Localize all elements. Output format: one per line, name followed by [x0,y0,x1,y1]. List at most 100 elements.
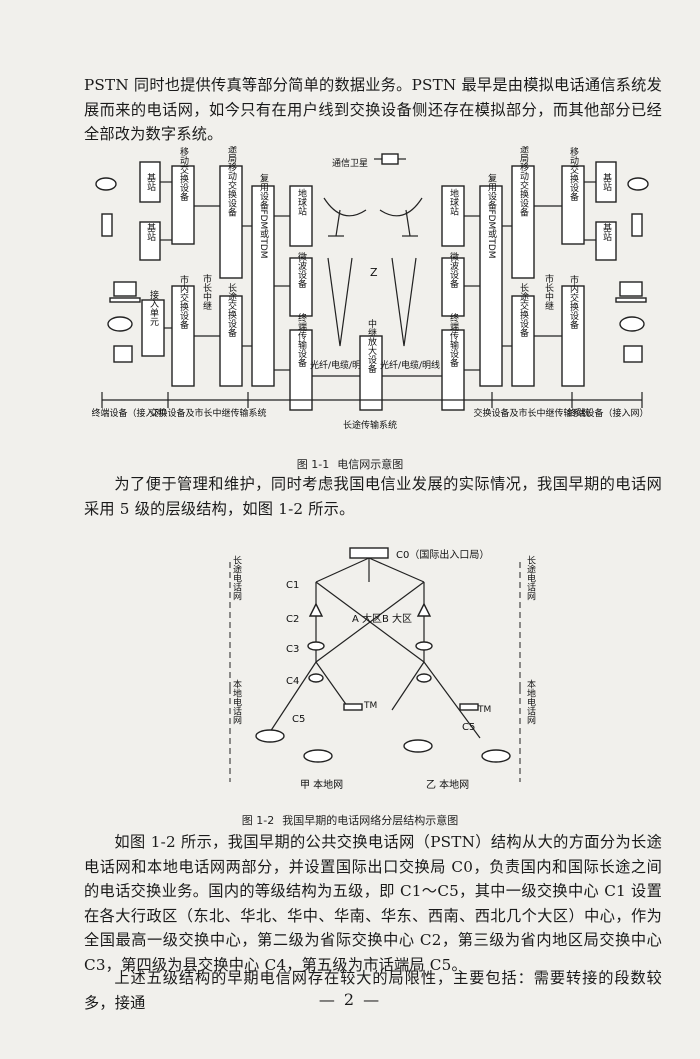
hierarchy-links [269,557,481,739]
radio-link-symbol: Z [370,266,378,279]
tm-left-node [343,703,363,711]
right-toll-switch [511,295,535,387]
paragraph-hierarchy-intro: 为了便于管理和维护，同时考虑我国电信业发展的实际情况，我国早期的电话网采用 5 … [84,475,662,518]
level-c5-right: C5 [462,722,475,733]
right-mobile-switch [561,165,585,245]
svg-text:基站: 基站 [601,222,612,242]
dish-antenna-right-icon [379,197,423,237]
tm-right-node [459,703,479,711]
level-c5-left: C5 [292,714,305,725]
svg-text:地球站: 地球站 [448,187,459,216]
toll-transmission-label: 长途传输系统 [343,419,397,431]
node-c2-right [416,602,432,617]
svg-text:市内交换设备: 市内交换设备 [568,274,579,329]
svg-text:基站: 基站 [601,172,612,192]
repeater [359,335,383,411]
telephone-icon [107,316,133,363]
left-microwave [289,257,313,317]
right-fiber-label: 光纤/电缆/明线 [380,359,440,371]
bottom-dimension-line [101,392,643,408]
satellite-icon [374,153,406,165]
figure-pstn-hierarchy: C0（国际出入口局） 长途电话网 长途电话网 本地电话网 本地电话网 C1 C2… [180,542,700,812]
local-network-a-label: 甲 本地网 [300,778,343,791]
level-c1: C1 [286,580,299,591]
right-trunk-label: 市长中继 [543,273,554,310]
mobile-phone-icon [95,177,117,237]
right-base-station-2 [595,221,617,261]
left-base-station-2 [139,221,161,261]
right-local-network-label: 本地电话网 [525,678,536,725]
left-switch-label: 交换设备及市长中继传输系统 [149,407,266,419]
left-toll-mobile-switch [219,165,243,279]
level-c3: C3 [286,644,299,655]
exchange-icon [255,729,285,743]
exchange-icon [481,749,511,763]
computer-icon [109,281,141,303]
svg-text:复用设备FDM或TDM: 复用设备FDM或TDM [486,172,497,258]
svg-text:地球站: 地球站 [296,187,307,216]
right-switch-label: 交换设备及市长中继传输系统 [473,407,590,419]
svg-text:移动交换设备: 移动交换设备 [178,146,189,201]
left-mobile-switch [171,165,195,245]
left-trunk-label: 市长中继 [201,273,212,310]
svg-text:接入单元: 接入单元 [148,289,159,327]
dish-antenna-left-icon [323,197,367,237]
svg-text:长途交换设备: 长途交换设备 [226,282,237,337]
pstn-hierarchy-diagram: C0（国际出入口局） 长途电话网 长途电话网 本地电话网 本地电话网 C1 C2… [229,547,536,791]
left-fiber-label: 光纤/电缆/明线 [310,359,370,371]
svg-text:终端传输设备: 终端传输设备 [448,312,459,367]
exchange-icon [403,739,433,753]
svg-text:长途局移动交换设备: 长途局移动交换设备 [518,146,529,217]
c0-node [349,547,389,559]
svg-text:基站: 基站 [145,172,156,192]
exchange-icon [303,749,333,763]
region-b-label: B 大区 [382,612,412,625]
right-computer-icon [615,281,647,303]
right-mobile-phone-icon [627,177,649,237]
figure-telecom-network: 通信卫星 Z [92,146,649,446]
node-c3-left [307,641,325,651]
node-c2-left [308,602,324,617]
right-toll-mobile-switch [511,165,535,279]
paragraph-pstn-intro: PSTN 同时也提供传真等部分简单的数据业务。PSTN 最早是由模拟电话通信系统… [84,76,662,143]
connection-lines [160,181,596,377]
right-toll-network-label: 长途电话网 [525,554,536,601]
svg-text:微波设备: 微波设备 [448,251,459,288]
svg-text:中继放大设备: 中继放大设备 [366,318,377,373]
svg-text:移动交换设备: 移动交换设备 [568,146,579,201]
node-c4-left [308,673,324,683]
svg-text:终端传输设备: 终端传输设备 [296,312,307,367]
svg-text:复用设备FDM或TDM: 复用设备FDM或TDM [258,172,269,258]
c0-label: C0（国际出入口局） [396,548,489,561]
svg-text:长途局移动交换设备: 长途局移动交换设备 [226,146,237,217]
microwave-tower-left-icon [327,257,353,347]
right-microwave [441,257,465,317]
left-terminal-label: 终端设备（接入网） [92,407,173,419]
svg-text:长途交换设备: 长途交换设备 [518,282,529,337]
telecom-network-diagram: 通信卫星 Z [92,146,649,431]
left-toll-switch [219,295,243,387]
page-number: — 2 — [318,990,382,1009]
region-a-label: A 大区 [352,612,382,625]
left-local-network-label: 本地电话网 [231,678,242,725]
paragraph-limitations: 上述五级结构的早期电信网存在较大的局限性，主要包括：需要转接的段数较多，接通 [84,969,662,1012]
node-c4-right [416,673,432,683]
left-toll-network-label: 长途电话网 [231,554,242,601]
node-c3-right [415,641,433,651]
right-terminal-label: 终端设备（接入网） [567,407,648,419]
paragraph-hierarchy-detail: 如图 1-2 所示，我国早期的公共交换电话网（PSTN）结构从大的方面分为长途电… [84,833,662,974]
level-c4: C4 [286,676,299,687]
level-c2: C2 [286,614,299,625]
local-network-b-label: 乙 本地网 [426,778,469,791]
svg-text:市内交换设备: 市内交换设备 [178,274,189,329]
svg-text:基站: 基站 [145,222,156,242]
satellite-label: 通信卫星 [332,157,368,169]
microwave-tower-right-icon [391,257,417,347]
right-telephone-icon [619,316,645,363]
tm-right-label: TM [477,705,491,715]
tm-left-label: TM [363,701,377,711]
svg-text:微波设备: 微波设备 [296,251,307,288]
